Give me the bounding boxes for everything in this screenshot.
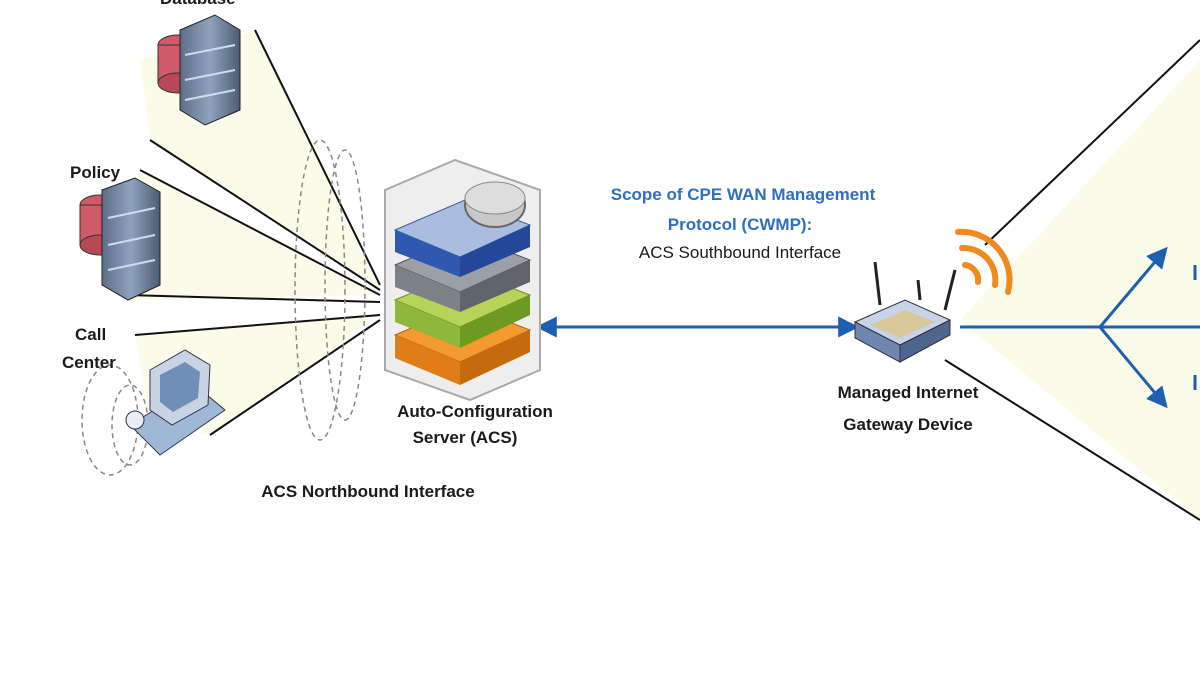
acs-server-stack-icon [384,158,541,402]
gateway-label-line1: Managed Internet [838,383,979,402]
database-server-icon [157,14,241,126]
gateway-label-line2: Gateway Device [843,415,972,434]
wireless-router-icon [853,261,957,363]
wifi-signal-icon [955,228,1013,295]
lan-branches [960,246,1200,409]
call-center-workstation-icon [125,349,226,456]
acs-label-line2: Server (ACS) [413,428,518,447]
northbound-label: ACS Northbound Interface [261,482,474,501]
southbound-label: ACS Southbound Interface [639,243,841,262]
acs-label-line1: Auto-Configuration [397,402,553,421]
southbound-lines [944,39,1200,521]
policy-server-icon [79,177,161,301]
scope-label-line2: Protocol (CWMP): [668,215,812,234]
policy-label: Policy [70,163,121,182]
database-label: Database [160,0,236,8]
southbound-shading [960,60,1200,520]
call-center-label-line1: Call [75,325,106,344]
northbound-lines [124,29,381,436]
call-center-label-line2: Center [62,353,116,372]
scope-label-line1: Scope of CPE WAN Management [611,185,876,204]
